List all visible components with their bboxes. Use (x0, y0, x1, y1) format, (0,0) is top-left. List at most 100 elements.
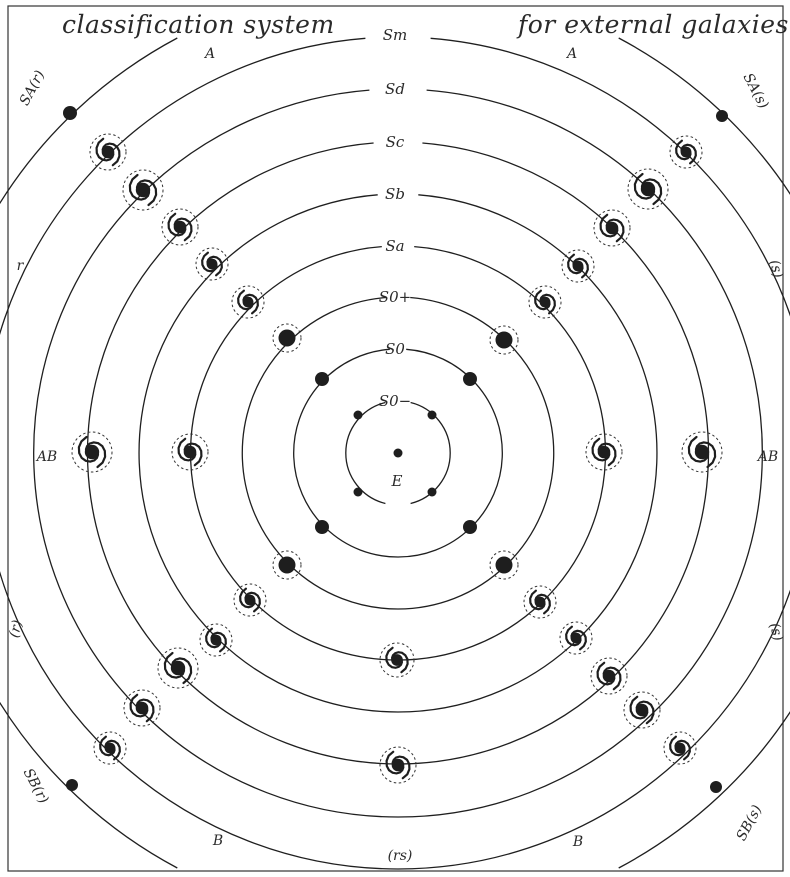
galaxy-spiral-0-arm (242, 293, 259, 315)
galaxy-spiral-3-core (135, 182, 151, 198)
ring-s0-left (293, 348, 399, 558)
galaxy-spiral-10-arm (680, 143, 697, 165)
galaxy-spiral-13-halo (199, 623, 233, 657)
galaxy-spiral-20-arm (602, 666, 622, 691)
galaxy-spiral-20 (590, 657, 628, 695)
galaxy-spiral-2-core (173, 220, 187, 234)
galaxy-ab-2-core (597, 445, 611, 459)
galaxy-spiral-19-halo (559, 621, 593, 655)
galaxy-rs-1 (379, 746, 417, 784)
galaxy-spiral-14-arm (170, 657, 193, 685)
ring-sa-left (189, 245, 399, 661)
galaxy-spiral-13 (199, 623, 233, 657)
galaxy-ab-1-halo (171, 433, 209, 471)
galaxy-spiral-14-arm (163, 651, 186, 679)
galaxy-spiral-2 (161, 208, 199, 246)
galaxy-spiral-19-arm (565, 625, 582, 647)
galaxy-spiral-9-arm (633, 172, 656, 200)
galaxy-ab-1-arm (183, 442, 203, 467)
galaxy-spiral-12-halo (233, 583, 267, 617)
stage-label-sa: Sa (385, 237, 404, 255)
galaxy-spiral-1-halo (195, 247, 229, 281)
stage-label-sd: Sd (385, 80, 405, 98)
galaxy-s0-0-core (315, 372, 329, 386)
galaxy-spiral-18-halo (523, 585, 557, 619)
galaxy-spiral-3-arm (128, 173, 151, 201)
galaxy-e-core (393, 448, 403, 458)
galaxy-spiral-15-core (135, 701, 149, 715)
galaxy-spiral-1-arm (201, 251, 218, 273)
galaxy-spiral-10-halo (669, 135, 703, 169)
galaxy-spiral-16 (93, 731, 127, 765)
galaxy-spiral-1 (195, 247, 229, 281)
galaxy-spiral-4-core (101, 145, 115, 159)
galaxy-rs-0-arm (385, 646, 404, 669)
galaxy-ab-0-arm (77, 435, 100, 463)
galaxy-spiral-20-core (602, 669, 616, 683)
galaxy-spiral-2-halo (161, 208, 199, 246)
galaxy-spiral-7 (561, 249, 595, 283)
galaxy-spiral-9-arm (640, 178, 663, 206)
galaxy-s0-2 (315, 520, 329, 534)
galaxy-spiral-14 (157, 647, 199, 689)
outer-arc-bottom-left (0, 701, 178, 869)
stage-label-e: E (391, 472, 403, 490)
galaxy-ab-3-halo (681, 431, 723, 473)
galaxy-s0-3-core (463, 520, 477, 534)
ring-sd-right (397, 89, 763, 818)
galaxy-spiral-5-core (63, 106, 77, 120)
outer-arc-top-right (618, 37, 790, 195)
galaxy-spiral-15-arm (129, 693, 149, 718)
galaxy-spiral-10-arm (675, 139, 692, 161)
galaxy-spiral-12-arm (239, 587, 256, 609)
galaxy-s0plus-1-core (495, 331, 513, 349)
galaxy-spiral-13-arm (210, 631, 227, 653)
galaxy-ab-1-core (183, 445, 197, 459)
family-label-mid-left: AB (35, 449, 57, 465)
ring-s0minus-right (410, 401, 451, 505)
ring-sb-left (138, 194, 399, 713)
galaxy-spiral-6-arm (539, 293, 556, 315)
galaxy-spiral-0-halo (231, 285, 265, 319)
galaxy-s0-3 (463, 520, 477, 534)
family-label-top-left: A (203, 46, 215, 62)
family-label-mid-right: AB (756, 449, 778, 465)
galaxy-s0-0 (315, 372, 329, 386)
galaxy-spiral-22-core (674, 742, 686, 754)
galaxy-ab-1-arm (177, 437, 197, 462)
galaxy-s0plus-3 (489, 550, 519, 580)
galaxy-spiral-19 (559, 621, 593, 655)
ring-s0minus-left (345, 401, 386, 505)
galaxy-spiral-13-core (210, 634, 222, 646)
galaxy-spiral-20-halo (590, 657, 628, 695)
ring-s0plus-right (397, 296, 555, 610)
galaxy-e (393, 448, 403, 458)
galaxy-spiral-18-core (534, 596, 546, 608)
galaxy-spiral-17-core (66, 779, 78, 791)
galaxy-spiral-23-core (710, 781, 722, 793)
galaxy-spiral-5 (63, 106, 77, 120)
galaxy-s0minus-0-core (353, 410, 363, 420)
galaxy-spiral-0-arm (237, 289, 254, 311)
galaxy-spiral-19-core (570, 632, 582, 644)
stage-label-sc: Sc (386, 133, 405, 151)
galaxy-spiral-10-core (680, 146, 692, 158)
ring-sm-left (0, 37, 399, 870)
galaxy-spiral-7-arm (567, 253, 584, 275)
galaxy-ab-0-halo (71, 431, 113, 473)
galaxy-spiral-17 (66, 779, 78, 791)
galaxy-rs-1-halo (379, 746, 417, 784)
galaxy-spiral-1-core (206, 258, 218, 270)
galaxy-s0minus-3 (427, 487, 437, 497)
family-label-bottom-center: (rs) (388, 848, 413, 864)
galaxy-spiral-22-arm (669, 735, 686, 757)
galaxy-spiral-0 (231, 285, 265, 319)
galaxy-ab-3-arm (687, 435, 710, 463)
galaxy-spiral-3-halo (122, 169, 164, 211)
galaxy-ab-2 (585, 433, 623, 471)
galaxy-s0plus-0 (272, 323, 302, 353)
galaxy-spiral-8 (593, 209, 631, 247)
outer-arc-bottom-right (618, 711, 790, 869)
galaxy-rs-0 (379, 642, 415, 678)
